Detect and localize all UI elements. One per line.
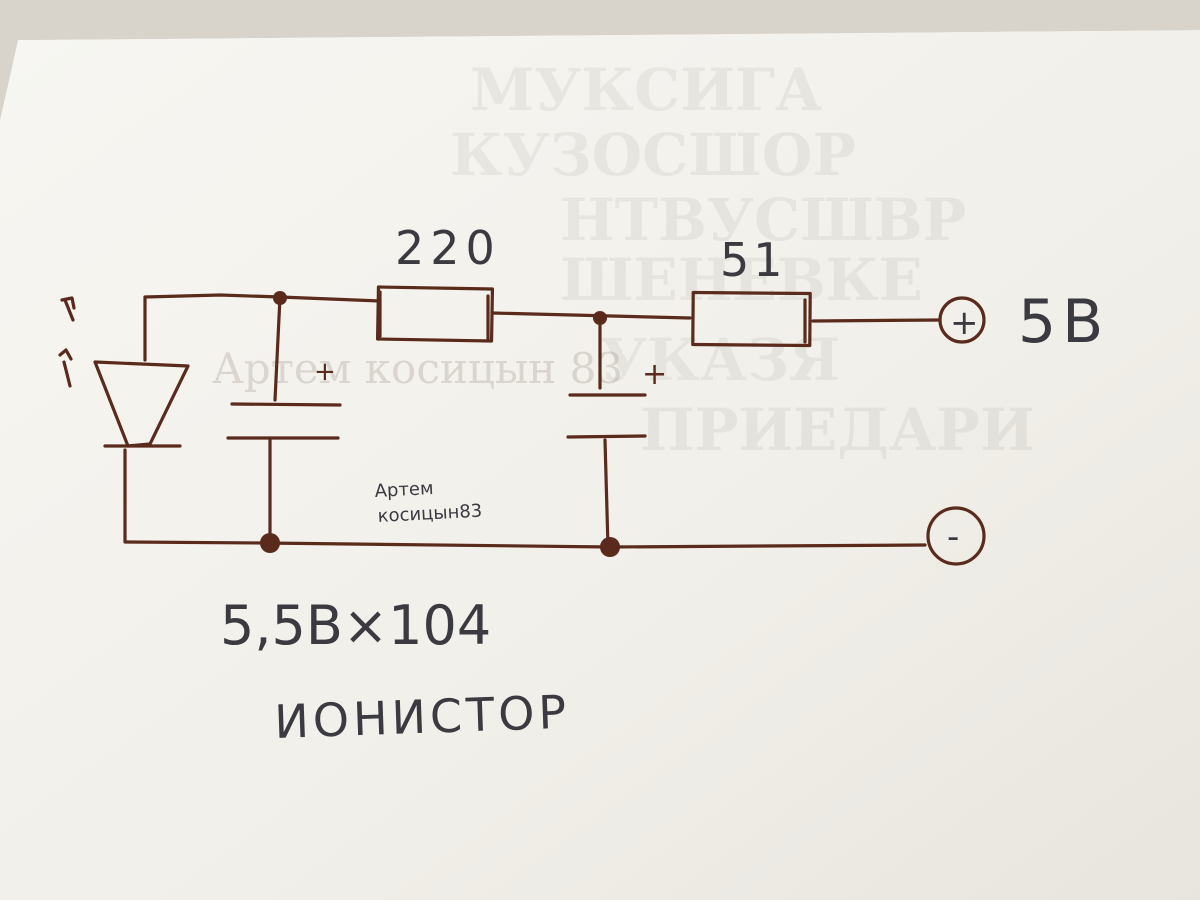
watermark: Артем косицын 83 <box>212 344 623 393</box>
capacitor-1 <box>226 402 342 440</box>
resistor-51 <box>691 290 812 348</box>
terminal-plus-symbol: + <box>950 303 979 343</box>
terminal-minus: - <box>926 506 986 566</box>
capacitor-1-polarity: + <box>314 357 336 387</box>
terminal-minus-symbol: - <box>947 517 959 557</box>
signature-line-1: Артем <box>374 478 434 502</box>
terminal-plus: + <box>938 296 986 344</box>
paper-sheet <box>0 30 1200 900</box>
supply-voltage-label: 5B <box>1018 287 1109 357</box>
capacitor-2 <box>566 393 647 439</box>
capacitor-2-polarity: + <box>642 357 667 392</box>
component-name: ИОНИСТОР <box>273 685 570 749</box>
background-edge <box>0 0 1200 120</box>
svg-text:УКАЗЯ: УКАЗЯ <box>600 326 840 394</box>
svg-text:КУЗОСШОР: КУЗОСШОР <box>450 121 856 189</box>
resistor-220 <box>375 285 495 343</box>
svg-text:МУКСИГА: МУКСИГА <box>470 56 822 124</box>
resistor-51-label: 51 <box>720 233 787 287</box>
solar-cell-symbol <box>58 296 190 448</box>
resistor-220-label: 220 <box>395 221 501 275</box>
svg-text:ПРИЕДАРИ: ПРИЕДАРИ <box>640 396 1035 464</box>
bleed-through-text: МУКСИГА КУЗОСШОР НТВУСШВР ШЕНЕВКЕ УКАЗЯ … <box>450 56 1035 464</box>
svg-text:ШЕНЕВКЕ: ШЕНЕВКЕ <box>560 246 923 314</box>
junction-dots <box>260 291 620 557</box>
rating-note: 5,5B×104 <box>220 594 491 657</box>
svg-text:НТВУСШВР: НТВУСШВР <box>560 186 966 254</box>
